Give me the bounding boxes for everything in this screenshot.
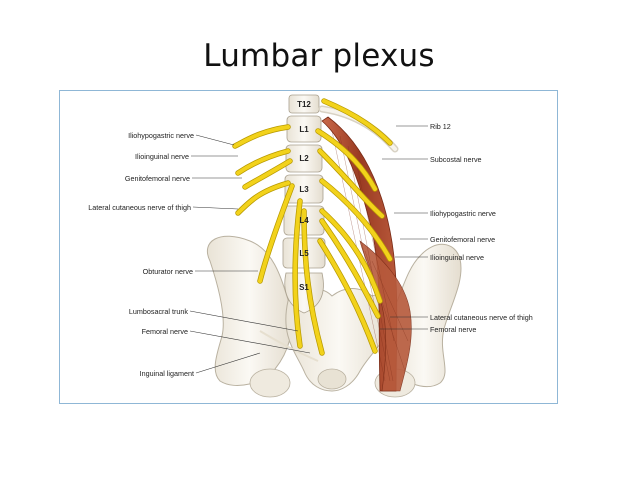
label-ilioinguinal-nerve-right: Ilioinguinal nerve <box>430 253 484 262</box>
right-labels: Rib 12 Subcostal nerve Iliohypogastric n… <box>430 122 533 334</box>
nerves <box>232 98 393 356</box>
label-inguinal-ligament: Inguinal ligament <box>140 369 194 378</box>
label-genitofemoral-nerve-right: Genitofemoral nerve <box>430 235 495 244</box>
vertebra-label-s1: S1 <box>299 283 309 292</box>
lumbar-plexus-illustration: T12 L1 L2 L3 L4 L5 S1 <box>59 90 558 404</box>
slide-title: Lumbar plexus <box>203 38 435 74</box>
label-iliohypogastric-nerve-left: Iliohypogastric nerve <box>128 131 194 140</box>
vertebra-label-l5: L5 <box>299 249 309 258</box>
label-iliohypogastric-nerve-right: Iliohypogastric nerve <box>430 209 496 218</box>
vertebra-label-l2: L2 <box>299 154 309 163</box>
left-leader-lines <box>189 134 311 374</box>
label-rib-12: Rib 12 <box>430 122 451 131</box>
vertebra-label-l4: L4 <box>299 216 309 225</box>
vertebra-labels: T12 L1 L2 L3 L4 L5 S1 <box>297 100 311 292</box>
label-genitofemoral-nerve-left: Genitofemoral nerve <box>125 174 190 183</box>
anatomy-diagram: T12 L1 L2 L3 L4 L5 S1 <box>88 94 533 398</box>
right-leader-lines <box>380 125 428 330</box>
left-labels: Iliohypogastric nerve Ilioinguinal nerve… <box>88 131 194 378</box>
vertebra-label-l3: L3 <box>299 185 309 194</box>
label-lumbosacral-trunk: Lumbosacral trunk <box>129 307 189 316</box>
label-femoral-nerve-left: Femoral nerve <box>142 327 188 336</box>
vertebra-label-t12: T12 <box>297 100 311 109</box>
label-lateral-cutaneous-nerve-left: Lateral cutaneous nerve of thigh <box>88 203 191 212</box>
label-femoral-nerve-right: Femoral nerve <box>430 325 476 334</box>
label-obturator-nerve: Obturator nerve <box>143 267 193 276</box>
inguinal-ligament <box>259 330 319 362</box>
label-ilioinguinal-nerve-left: Ilioinguinal nerve <box>135 152 189 161</box>
label-subcostal-nerve: Subcostal nerve <box>430 155 482 164</box>
label-lateral-cutaneous-nerve-right: Lateral cutaneous nerve of thigh <box>430 313 533 322</box>
vertebra-label-l1: L1 <box>299 125 309 134</box>
